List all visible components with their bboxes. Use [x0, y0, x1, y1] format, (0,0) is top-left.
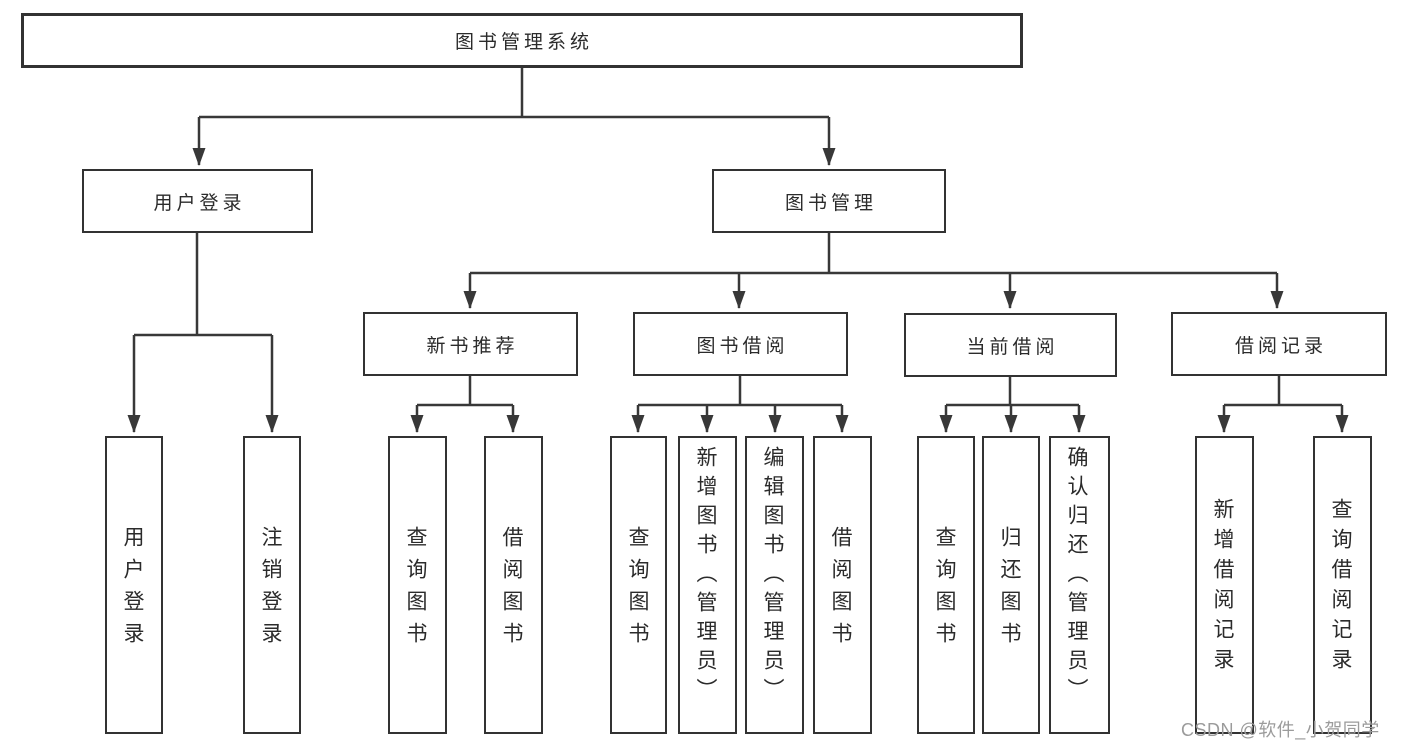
leaf-user-login: 用户登录 [105, 436, 163, 734]
leaf-add-book-admin: 新增图书（管理员） [678, 436, 737, 734]
leaf-borrow-books: 借阅图书 [813, 436, 872, 734]
leaf-query-books-recommend: 查询图书 [388, 436, 447, 734]
node-book-management: 图书管理 [712, 169, 946, 233]
leaf-add-borrow-record: 新增借阅记录 [1195, 436, 1254, 734]
node-library-system: 图书管理系统 [21, 13, 1023, 68]
node-new-book-recommend: 新书推荐 [363, 312, 578, 376]
leaf-query-books-current: 查询图书 [917, 436, 975, 734]
node-user-login: 用户登录 [82, 169, 313, 233]
node-book-borrow: 图书借阅 [633, 312, 848, 376]
leaf-confirm-return-admin: 确认归还（管理员） [1049, 436, 1110, 734]
leaf-logout: 注销登录 [243, 436, 301, 734]
node-current-borrow: 当前借阅 [904, 313, 1117, 377]
leaf-query-borrow-record: 查询借阅记录 [1313, 436, 1372, 734]
leaf-query-books-borrow: 查询图书 [610, 436, 667, 734]
node-borrow-records: 借阅记录 [1171, 312, 1387, 376]
watermark: CSDN @软件_小贺同学 [1181, 720, 1380, 740]
leaf-return-books: 归还图书 [982, 436, 1040, 734]
leaf-edit-book-admin: 编辑图书（管理员） [745, 436, 804, 734]
leaf-borrow-books-recommend: 借阅图书 [484, 436, 543, 734]
